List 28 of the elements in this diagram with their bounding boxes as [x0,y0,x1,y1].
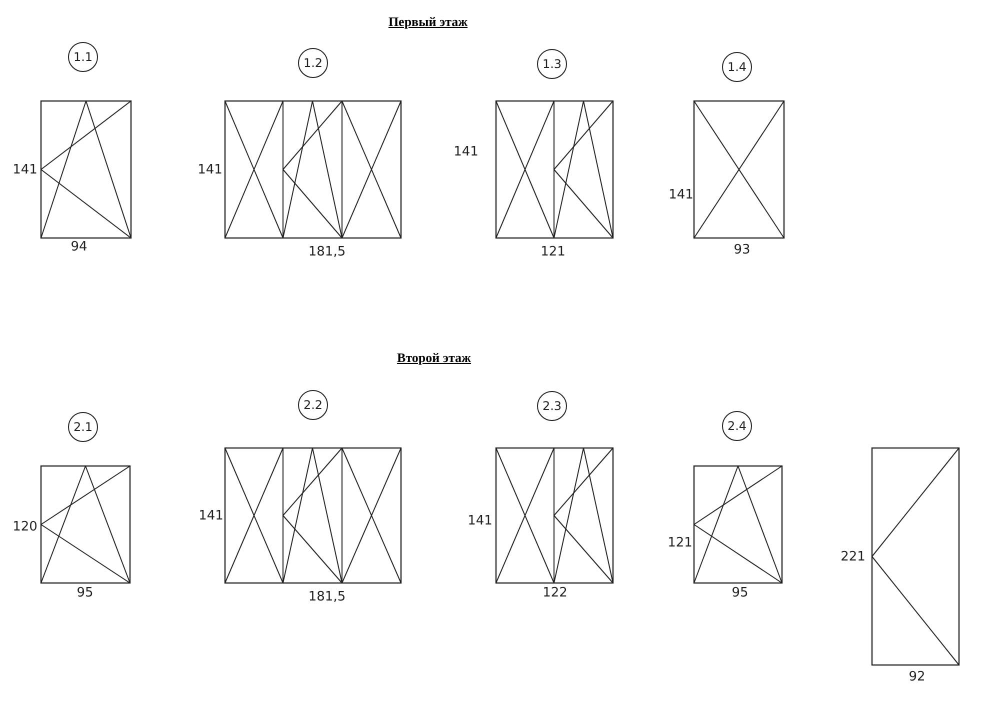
dimension-label: 181,5 [308,590,346,604]
floor-heading: Второй этаж [397,350,471,366]
dimension-label: 141 [454,144,478,160]
dimension-label: 93 [734,242,750,258]
dimension-label: 121 [668,536,692,550]
dimension-label: 141 [12,162,38,178]
callout-number: 1.3 [537,49,567,79]
dimension-label: 141 [468,514,492,528]
dimension-label: 92 [908,670,926,684]
dimension-label: 141 [198,162,222,178]
callout-number: 2.1 [68,412,98,442]
dimension-label: 120 [12,520,38,534]
callout-number: 2.4 [722,411,752,441]
dimension-label: 221 [840,550,866,564]
floor-heading: Первый этаж [388,14,468,30]
callout-number: 1.1 [68,42,98,72]
dimension-label: 141 [198,508,224,524]
dimension-label: 122 [542,586,568,600]
dimension-label: 141 [668,188,694,202]
callout-number: 1.2 [298,48,328,78]
callout-number: 2.3 [537,391,567,421]
callout-number: 1.4 [722,52,752,82]
dimension-label: 94 [70,240,88,254]
callout-number: 2.2 [298,390,328,420]
dimension-label: 95 [76,586,94,600]
dimension-label: 181,5 [308,244,346,260]
dimension-label: 121 [540,244,566,260]
dimension-label: 95 [732,586,748,600]
